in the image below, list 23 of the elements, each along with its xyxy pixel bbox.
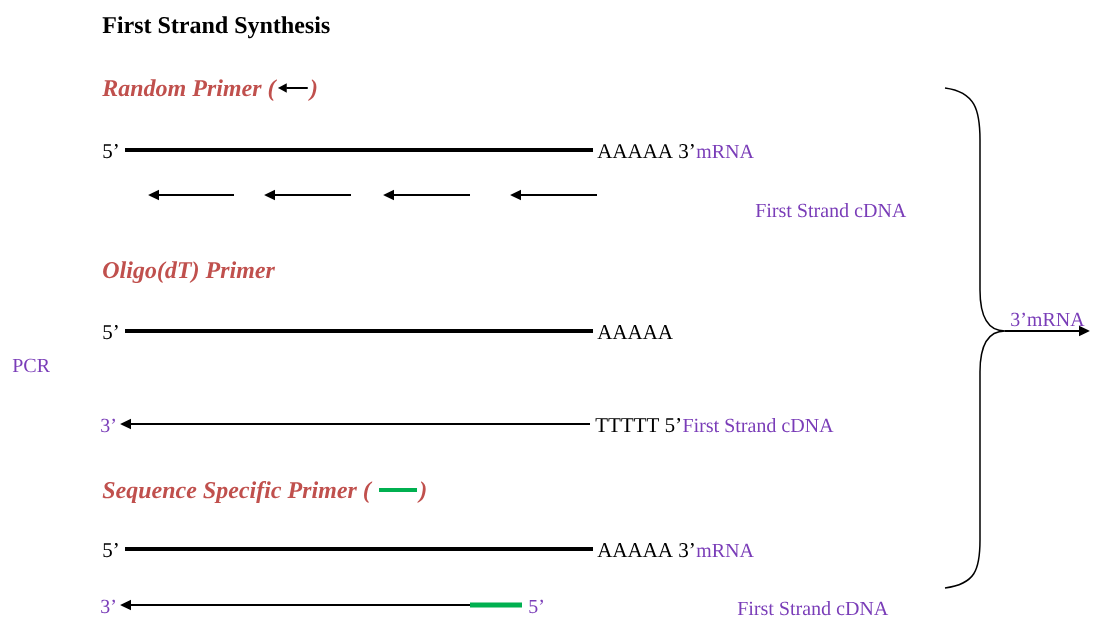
- title: First Strand Synthesis: [102, 16, 330, 39]
- strand-end-label: 5’: [103, 325, 118, 340]
- strand-label: First Strand cDNA: [683, 418, 834, 433]
- primer-heading: ): [417, 481, 426, 504]
- side-label: PCR: [12, 358, 50, 373]
- strand-label: First Strand cDNA: [755, 203, 907, 218]
- primer-heading: ): [308, 79, 317, 102]
- strand-end-label: 5’: [103, 144, 118, 159]
- primer-heading: Sequence Specific Primer (: [102, 481, 373, 504]
- strand-end-label: 3’: [101, 418, 115, 433]
- strand-end-label: 5’: [103, 543, 118, 558]
- strand-end-label: 3’: [101, 599, 115, 614]
- sequence-label: AAAAA 3’: [597, 144, 694, 159]
- strand-label: First Strand cDNA: [737, 601, 889, 616]
- strand-end-label: 5’: [529, 599, 543, 614]
- strand-label: mRNA: [696, 144, 754, 158]
- sequence-label: AAAAA 3’: [597, 543, 694, 558]
- sequence-label: AAAAA: [597, 325, 673, 339]
- strand-label: 3’mRNA: [1011, 312, 1085, 327]
- primer-heading: Random Primer (: [102, 79, 277, 102]
- strand-label: mRNA: [696, 543, 754, 557]
- sequence-label: TTTTT 5’: [595, 418, 681, 433]
- primer-heading: Oligo(dT) Primer: [103, 261, 276, 284]
